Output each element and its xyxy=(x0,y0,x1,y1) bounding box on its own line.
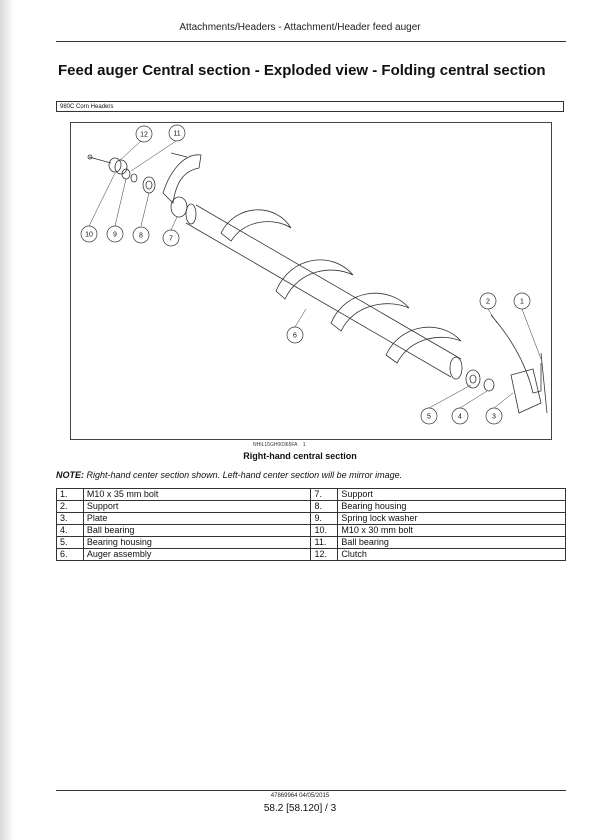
clutch-part xyxy=(108,157,122,173)
svg-text:6: 6 xyxy=(293,333,297,340)
auger-flight xyxy=(330,292,410,332)
page-breadcrumb: Attachments/Headers - Attachment/Header … xyxy=(179,22,421,33)
callout-12: 12 xyxy=(135,125,153,143)
part-number: 7. xyxy=(310,488,339,501)
table-row: 4. Ball bearing 10. M10 x 30 mm bolt xyxy=(56,524,566,537)
part-number: 1. xyxy=(56,488,84,501)
auger-illustration: 12 11 10 9 8 7 xyxy=(80,124,548,425)
part-number: 11. xyxy=(310,536,339,549)
svg-text:9: 9 xyxy=(113,232,117,239)
part-number: 6. xyxy=(56,548,84,561)
svg-text:1: 1 xyxy=(520,299,524,306)
svg-text:7: 7 xyxy=(169,236,173,243)
svg-text:10: 10 xyxy=(85,232,93,239)
table-row: 3. Plate 9. Spring lock washer xyxy=(56,512,566,525)
part-description: Ball bearing xyxy=(337,536,566,549)
part-description: Spring lock washer xyxy=(337,512,566,525)
support-2-part xyxy=(490,314,542,394)
bearing-housing-part xyxy=(142,176,156,194)
auger-tube-top xyxy=(195,204,462,360)
part-description: Auger assembly xyxy=(82,548,312,561)
auger-flight xyxy=(275,259,354,300)
bearing-housing-5-part xyxy=(465,369,481,389)
callout-7: 7 xyxy=(162,229,180,247)
part-description: Plate xyxy=(82,512,312,525)
callout-4: 4 xyxy=(451,407,469,425)
part-description: Clutch xyxy=(337,548,566,561)
bolt-10-head xyxy=(87,154,93,160)
svg-text:2: 2 xyxy=(486,299,490,306)
svg-text:8: 8 xyxy=(139,233,143,240)
callout-1: 1 xyxy=(513,292,531,310)
bolt-10-shaft xyxy=(88,156,112,164)
bolt-1-part xyxy=(540,352,548,414)
part-description: M10 x 30 mm bolt xyxy=(337,524,566,537)
callout-2: 2 xyxy=(479,292,497,310)
note-label: NOTE: xyxy=(56,470,84,480)
part-number: 12. xyxy=(310,548,339,561)
page-title: Feed auger Central section - Exploded vi… xyxy=(58,62,546,79)
part-description: Support xyxy=(82,500,312,513)
auger-flight xyxy=(220,209,292,242)
svg-text:11: 11 xyxy=(173,131,180,138)
part-description: Bearing housing xyxy=(82,536,312,549)
ball-bearing-4-part xyxy=(483,378,495,392)
part-number: 2. xyxy=(56,500,84,513)
svg-text:5: 5 xyxy=(427,414,431,421)
svg-text:3: 3 xyxy=(492,414,496,421)
part-description: Support xyxy=(337,488,566,501)
part-number: 5. xyxy=(56,536,84,549)
part-number: 4. xyxy=(56,524,84,537)
footer-page-number: 58.2 [58.120] / 3 xyxy=(263,803,337,814)
part-number: 9. xyxy=(310,512,339,525)
callout-11: 11 xyxy=(168,124,186,142)
part-number: 8. xyxy=(310,500,339,513)
svg-text:4: 4 xyxy=(458,414,462,421)
bolt-1-shaft xyxy=(170,152,188,158)
note-text: Right-hand center section shown. Left-ha… xyxy=(86,470,403,480)
part-description: Ball bearing xyxy=(82,524,312,537)
table-row: 2. Support 8. Bearing housing xyxy=(56,500,566,513)
auger-flight xyxy=(385,326,462,364)
header-divider xyxy=(56,41,566,42)
svg-text:12: 12 xyxy=(140,132,148,139)
part-number: 10. xyxy=(310,524,339,537)
exploded-view-figure: 12 11 10 9 8 7 xyxy=(70,122,552,440)
footer-doc-code: 47869964 04/05/2015 xyxy=(270,793,330,799)
table-row: 5. Bearing housing 11. Ball bearing xyxy=(56,536,566,549)
figure-id: NHIL15GH00365FA 1 xyxy=(253,442,306,448)
callout-8: 8 xyxy=(132,226,150,244)
callout-10: 10 xyxy=(80,225,98,243)
note: NOTE: Right-hand center section shown. L… xyxy=(56,470,576,480)
page-fold-shadow xyxy=(0,0,14,840)
applicability-label: 980C Corn Headers xyxy=(56,101,564,112)
callout-9: 9 xyxy=(106,225,124,243)
footer-divider xyxy=(56,790,566,791)
callout-5: 5 xyxy=(420,407,438,425)
part-number: 3. xyxy=(56,512,84,525)
support-7-part xyxy=(162,154,202,204)
figure-image-id: NHIL15GH00365FA xyxy=(253,442,298,448)
parts-table: 1. M10 x 35 mm bolt 7. Support 2. Suppor… xyxy=(56,488,566,561)
plate-3-part xyxy=(510,368,542,414)
figure-caption: Right-hand central section xyxy=(243,451,357,461)
part-description: M10 x 35 mm bolt xyxy=(82,488,312,501)
part-description: Bearing housing xyxy=(337,500,566,513)
callout-6: 6 xyxy=(286,326,304,344)
callout-3: 3 xyxy=(485,407,503,425)
table-row: 1. M10 x 35 mm bolt 7. Support xyxy=(56,488,566,501)
figure-number: 1 xyxy=(302,442,306,448)
table-row: 6. Auger assembly 12. Clutch xyxy=(56,548,566,561)
auger-tube-bottom xyxy=(185,222,452,378)
